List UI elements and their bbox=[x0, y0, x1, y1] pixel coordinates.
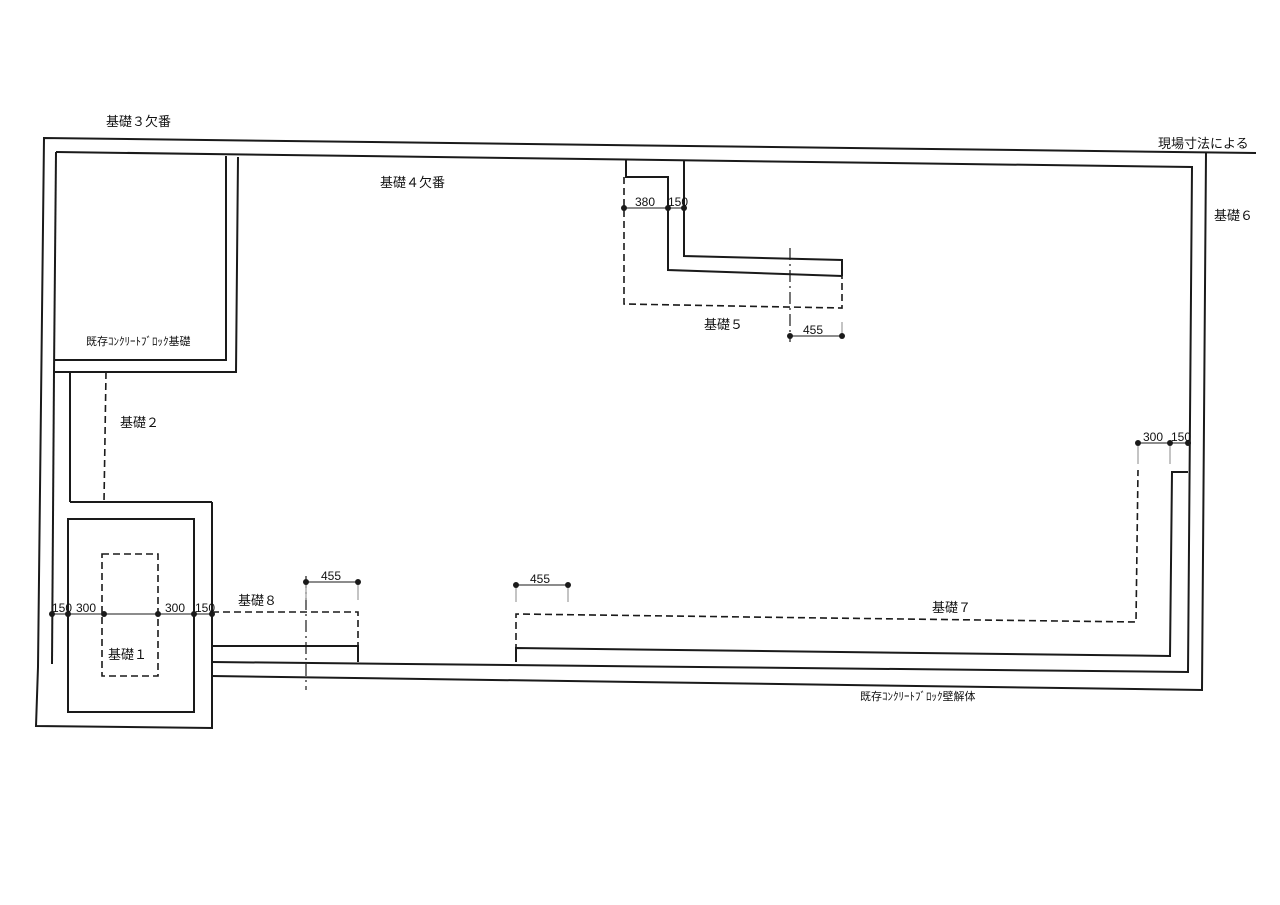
dim-dot bbox=[303, 579, 309, 585]
kiso5-notch bbox=[623, 160, 843, 342]
dim-dot bbox=[681, 205, 687, 211]
label-existing-block-foundation: 既存ｺﾝｸﾘｰﾄﾌﾞﾛｯｸ基礎 bbox=[86, 334, 191, 348]
dim-dot bbox=[49, 611, 55, 617]
dim-455-k8: 455 bbox=[321, 569, 341, 583]
kiso8-dashed bbox=[212, 611, 359, 662]
kiso7-inner-wall bbox=[515, 471, 1188, 662]
dim-150-left: 150 bbox=[52, 601, 72, 615]
outer-wall-right-outer bbox=[211, 152, 1207, 692]
label-kiso5: 基礎５ bbox=[704, 318, 743, 333]
dim-150-right: 150 bbox=[1171, 430, 1191, 444]
label-kiso2: 基礎２ bbox=[120, 416, 159, 431]
kiso5-wall-inner bbox=[683, 160, 843, 276]
dim-380: 380 bbox=[635, 195, 655, 209]
dim-dot bbox=[355, 579, 361, 585]
dim-dot bbox=[621, 205, 627, 211]
label-site-dimension: 現場寸法による bbox=[1158, 137, 1249, 152]
outer-wall-left-inner bbox=[53, 151, 57, 373]
existing-block-foundation-outer bbox=[54, 156, 239, 373]
existing-block-foundation bbox=[54, 156, 239, 373]
dim-dot bbox=[565, 582, 571, 588]
dim-dot bbox=[155, 611, 161, 617]
dim-dot bbox=[101, 611, 107, 617]
dimension-455-kiso8: 455 bbox=[303, 569, 361, 585]
kiso2-dashed-line bbox=[103, 371, 107, 503]
kiso1-outer bbox=[34, 502, 213, 730]
leader-ticks bbox=[305, 322, 1171, 602]
dim-dot bbox=[839, 333, 845, 339]
dim-dot bbox=[513, 582, 519, 588]
dim-dot bbox=[1135, 440, 1141, 446]
dim-dot bbox=[1185, 440, 1191, 446]
dim-300-left-a: 300 bbox=[76, 601, 96, 615]
dimension-455-kiso5: 455 bbox=[787, 323, 845, 339]
label-kiso7: 基礎７ bbox=[932, 601, 971, 616]
dimension-455-mid: 455 bbox=[513, 572, 571, 588]
label-kiso8: 基礎８ bbox=[238, 594, 277, 609]
kiso5-wall-outer bbox=[625, 160, 843, 277]
kiso8-inner-wall bbox=[212, 645, 359, 662]
label-kiso6: 基礎６ bbox=[1214, 209, 1253, 224]
dim-150-top: 150 bbox=[668, 195, 688, 209]
kiso5-dashed bbox=[623, 177, 843, 309]
outer-wall-outer-line bbox=[37, 136, 1257, 668]
dimension-380-150-top: 380 150 bbox=[621, 195, 688, 211]
dim-dot bbox=[1167, 440, 1173, 446]
dimension-300-150-right: 300 150 bbox=[1135, 430, 1191, 446]
dimension-left-kiso1: 150 300 300 150 bbox=[49, 601, 215, 617]
left-wall-segment bbox=[51, 371, 55, 665]
label-existing-block-demolition: 既存ｺﾝｸﾘｰﾄﾌﾞﾛｯｸ壁解体 bbox=[860, 689, 976, 703]
label-kiso4: 基礎４欠番 bbox=[380, 175, 445, 191]
existing-block-foundation-inner bbox=[54, 156, 227, 361]
kiso8-footing bbox=[212, 576, 359, 690]
dim-300-left-b: 300 bbox=[165, 601, 185, 615]
label-kiso3: 基礎３欠番 bbox=[106, 114, 171, 130]
dim-dot bbox=[209, 611, 215, 617]
outer-wall bbox=[37, 136, 1257, 692]
dim-dot bbox=[191, 611, 197, 617]
kiso7-dashed bbox=[515, 469, 1139, 662]
kiso1-inner bbox=[67, 518, 195, 713]
dim-300-right: 300 bbox=[1143, 430, 1163, 444]
dim-455-mid: 455 bbox=[530, 572, 550, 586]
dim-455-k5: 455 bbox=[803, 323, 823, 337]
label-kiso1: 基礎１ bbox=[108, 648, 147, 663]
dim-150-left-b: 150 bbox=[195, 601, 215, 615]
dim-dot bbox=[665, 205, 671, 211]
kiso1-box bbox=[34, 502, 213, 730]
dim-dot bbox=[65, 611, 71, 617]
outer-wall-inner-line bbox=[55, 151, 1194, 674]
dim-dot bbox=[787, 333, 793, 339]
kiso7-footing bbox=[515, 469, 1188, 662]
